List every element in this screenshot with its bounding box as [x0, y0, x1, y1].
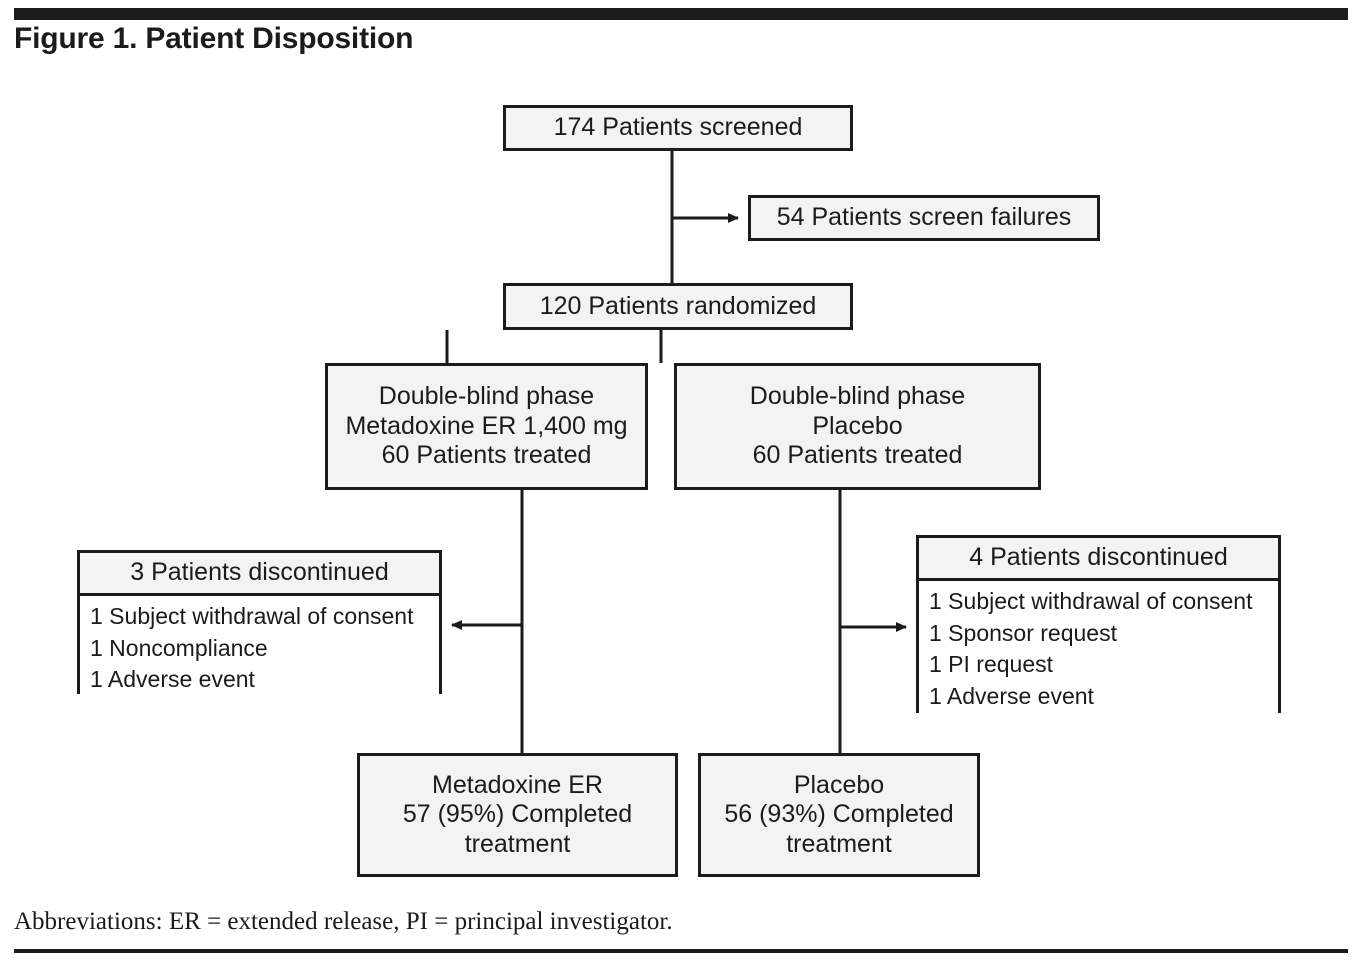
node-completed-placebo-line3: treatment [786, 829, 892, 858]
node-randomized-line1: 120 Patients randomized [539, 291, 817, 320]
node-arm-placebo-line3: 60 Patients treated [752, 441, 963, 470]
node-randomized[interactable]: 120 Patients randomized [503, 283, 853, 330]
node-completed-placebo-line1: Placebo [793, 770, 885, 799]
node-disc-placebo-header: 4 Patients discontinued [919, 538, 1278, 581]
node-arm-placebo-line1: Double-blind phase [749, 382, 966, 411]
disc-placebo-reason-1: 1 Subject withdrawal of consent [929, 588, 1253, 614]
node-disc-active[interactable]: 3 Patients discontinued 1 Subject withdr… [77, 550, 442, 703]
node-arm-active[interactable]: Double-blind phase Metadoxine ER 1,400 m… [325, 363, 648, 490]
disc-active-reason-3: 1 Adverse event [90, 666, 255, 693]
node-arm-active-line1: Double-blind phase [378, 382, 595, 411]
node-disc-active-header: 3 Patients discontinued [80, 553, 439, 596]
node-completed-placebo-line2: 56 (93%) Completed [724, 800, 954, 829]
node-completed-active[interactable]: Metadoxine ER 57 (95%) Completed treatme… [357, 753, 678, 877]
node-arm-placebo[interactable]: Double-blind phase Placebo 60 Patients t… [674, 363, 1041, 490]
node-screen-failures[interactable]: 54 Patients screen failures [748, 195, 1100, 241]
node-arm-active-line3: 60 Patients treated [381, 441, 592, 470]
disc-placebo-reason-4: 1 Adverse event [929, 683, 1094, 710]
disc-placebo-reason-3: 1 PI request [929, 651, 1054, 678]
disc-active-reason-2: 1 Noncompliance [90, 634, 268, 661]
node-disc-placebo-reasons: 1 Subject withdrawal of consent 1 Sponso… [919, 581, 1278, 719]
figure-footnote: Abbreviations: ER = extended release, PI… [14, 908, 673, 935]
node-completed-active-line3: treatment [464, 829, 571, 858]
node-disc-placebo[interactable]: 4 Patients discontinued 1 Subject withdr… [916, 535, 1281, 719]
figure-title: Figure 1. Patient Disposition [14, 22, 414, 55]
node-completed-active-line2: 57 (95%) Completed [402, 800, 633, 829]
disc-active-reason-1: 1 Subject withdrawal of consent [90, 603, 414, 629]
node-disc-active-reasons: 1 Subject withdrawal of consent 1 Noncom… [80, 596, 439, 703]
bottom-rule [14, 949, 1348, 953]
node-screen-failures-line1: 54 Patients screen failures [776, 203, 1072, 232]
node-screened[interactable]: 174 Patients screened [503, 105, 853, 151]
node-completed-active-line1: Metadoxine ER [432, 770, 603, 799]
node-screened-line1: 174 Patients screened [553, 113, 803, 142]
node-arm-active-line2: Metadoxine ER 1,400 mg [345, 411, 628, 440]
disc-placebo-reason-2: 1 Sponsor request [929, 619, 1117, 646]
top-rule [14, 8, 1348, 20]
node-completed-placebo[interactable]: Placebo 56 (93%) Completed treatment [698, 753, 980, 877]
node-arm-placebo-line2: Placebo [812, 411, 903, 440]
